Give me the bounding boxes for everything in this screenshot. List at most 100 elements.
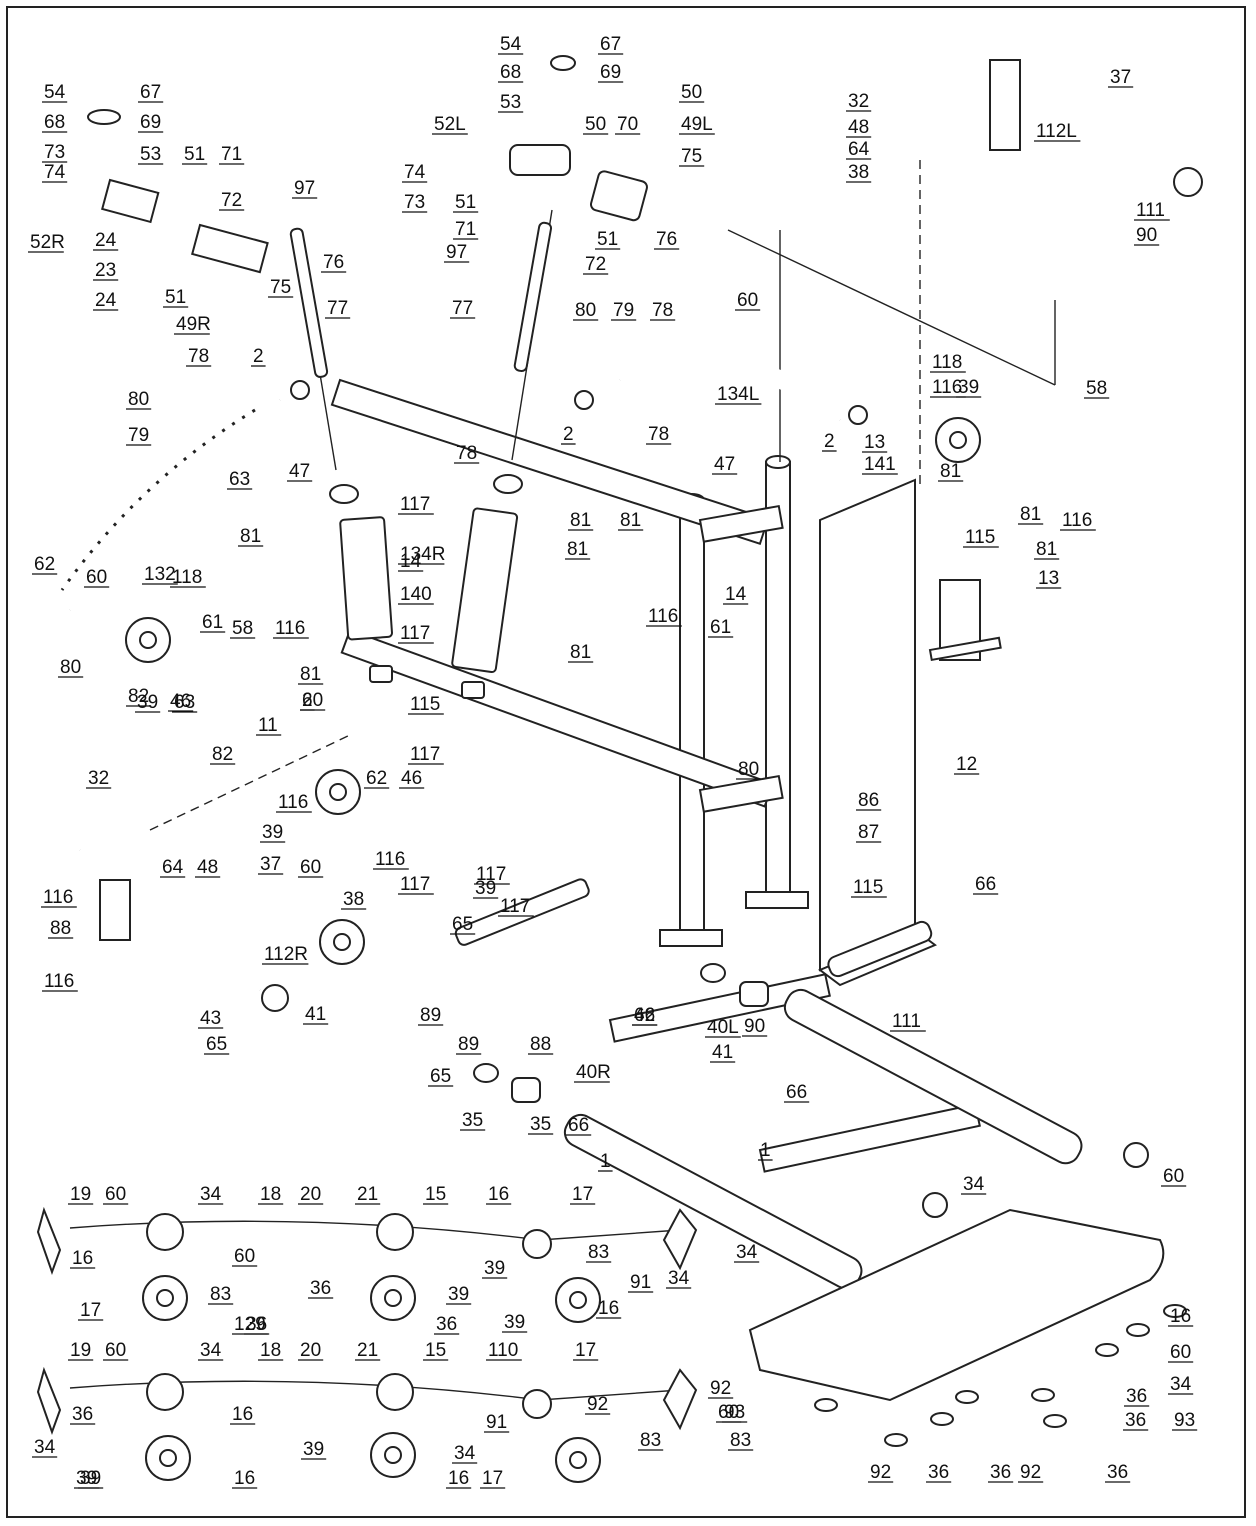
part-label-36: 36 bbox=[310, 1278, 331, 1299]
part-label-63: 63 bbox=[174, 692, 195, 713]
part-label-117: 117 bbox=[476, 864, 506, 885]
part-label-41: 41 bbox=[712, 1042, 733, 1063]
part-label-71: 71 bbox=[221, 144, 242, 165]
part-label-51: 51 bbox=[455, 192, 476, 213]
part-label-83: 83 bbox=[210, 1284, 231, 1305]
part-label-78: 78 bbox=[188, 346, 209, 367]
part-label-69: 69 bbox=[600, 62, 621, 83]
part-label-1: 1 bbox=[760, 1140, 771, 1161]
part-label-60: 60 bbox=[234, 1246, 255, 1267]
part-label-115: 115 bbox=[965, 527, 995, 548]
part-label-53: 53 bbox=[140, 144, 161, 165]
part-label-36: 36 bbox=[436, 1314, 457, 1335]
part-label-64: 64 bbox=[848, 139, 870, 160]
part-label-54: 54 bbox=[44, 82, 66, 103]
part-label-16: 16 bbox=[232, 1404, 253, 1425]
part-label-13: 13 bbox=[864, 432, 885, 453]
part-label-58: 58 bbox=[232, 618, 253, 639]
part-label-75: 75 bbox=[270, 277, 291, 298]
part-label-76: 76 bbox=[656, 229, 677, 250]
part-label-134L: 134L bbox=[717, 384, 759, 405]
part-label-52L: 52L bbox=[434, 114, 466, 135]
part-label-116: 116 bbox=[375, 849, 405, 870]
part-label-92: 92 bbox=[587, 1394, 608, 1415]
part-label-51: 51 bbox=[184, 144, 205, 165]
part-label-52R: 52R bbox=[30, 232, 65, 253]
part-label-35: 35 bbox=[530, 1114, 551, 1135]
part-label-78: 78 bbox=[648, 424, 669, 445]
part-label-51: 51 bbox=[165, 287, 186, 308]
part-label-88: 88 bbox=[50, 918, 71, 939]
part-label-36: 36 bbox=[990, 1462, 1011, 1483]
part-label-14: 14 bbox=[725, 584, 747, 605]
part-label-62: 62 bbox=[34, 554, 55, 575]
part-label-116: 116 bbox=[932, 377, 962, 398]
cable-assembly-2 bbox=[36, 1366, 698, 1483]
part-label-116: 116 bbox=[1062, 510, 1092, 531]
part-label-63: 63 bbox=[229, 469, 250, 490]
part-label-17: 17 bbox=[575, 1340, 596, 1361]
part-label-36: 36 bbox=[1107, 1462, 1128, 1483]
part-label-86: 86 bbox=[858, 790, 879, 811]
part-label-34: 34 bbox=[1170, 1374, 1192, 1395]
part-label-66: 66 bbox=[786, 1082, 807, 1103]
part-label-16: 16 bbox=[488, 1184, 509, 1205]
part-label-72: 72 bbox=[221, 190, 242, 211]
part-label-117: 117 bbox=[400, 494, 430, 515]
part-label-61: 61 bbox=[202, 612, 223, 633]
part-label-34: 34 bbox=[200, 1340, 222, 1361]
part-label-115: 115 bbox=[410, 694, 440, 715]
part-label-47: 47 bbox=[714, 454, 735, 475]
part-label-20: 20 bbox=[300, 1340, 321, 1361]
part-label-39: 39 bbox=[958, 377, 979, 398]
part-label-21: 21 bbox=[357, 1340, 378, 1361]
part-label-116: 116 bbox=[43, 887, 73, 908]
part-label-116: 116 bbox=[648, 606, 678, 627]
part-label-34: 34 bbox=[34, 1437, 56, 1458]
plate-holder bbox=[454, 579, 1002, 946]
part-label-75: 75 bbox=[681, 146, 702, 167]
part-label-116: 116 bbox=[275, 618, 305, 639]
part-label-70: 70 bbox=[617, 114, 638, 135]
part-label-48: 48 bbox=[848, 117, 869, 138]
part-label-134R: 134R bbox=[400, 544, 445, 565]
part-label-93: 93 bbox=[1174, 1410, 1195, 1431]
part-label-77: 77 bbox=[327, 298, 348, 319]
part-label-16: 16 bbox=[448, 1468, 469, 1489]
part-label-39: 39 bbox=[448, 1284, 469, 1305]
part-label-60: 60 bbox=[1163, 1166, 1184, 1187]
part-label-32: 32 bbox=[88, 768, 109, 789]
part-label-12: 12 bbox=[956, 754, 977, 775]
part-label-111: 111 bbox=[1136, 200, 1165, 221]
part-label-41: 41 bbox=[305, 1004, 326, 1025]
part-label-112L: 112L bbox=[1036, 121, 1077, 142]
part-label-2: 2 bbox=[253, 346, 264, 367]
part-label-61: 61 bbox=[710, 617, 731, 638]
part-label-89: 89 bbox=[458, 1034, 479, 1055]
part-label-81: 81 bbox=[940, 461, 961, 482]
part-label-19: 19 bbox=[70, 1184, 91, 1205]
part-label-73: 73 bbox=[404, 192, 425, 213]
part-label-67: 67 bbox=[140, 82, 161, 103]
part-label-16: 16 bbox=[1170, 1306, 1191, 1327]
part-label-83: 83 bbox=[730, 1430, 751, 1451]
part-label-2: 2 bbox=[563, 424, 574, 445]
part-label-74: 74 bbox=[404, 162, 426, 183]
part-label-60: 60 bbox=[86, 567, 107, 588]
part-label-49L: 49L bbox=[681, 114, 713, 135]
part-label-118: 118 bbox=[932, 352, 962, 373]
part-label-67: 67 bbox=[600, 34, 621, 55]
part-label-38: 38 bbox=[343, 889, 364, 910]
part-label-81: 81 bbox=[300, 664, 321, 685]
part-label-81: 81 bbox=[240, 526, 261, 547]
part-label-60: 60 bbox=[302, 690, 323, 711]
part-label-39: 39 bbox=[484, 1258, 505, 1279]
part-label-23: 23 bbox=[95, 260, 116, 281]
part-label-17: 17 bbox=[572, 1184, 593, 1205]
part-label-39: 39 bbox=[76, 1468, 97, 1489]
part-label-116: 116 bbox=[278, 792, 308, 813]
part-label-69: 69 bbox=[140, 112, 161, 133]
part-label-68: 68 bbox=[500, 62, 521, 83]
part-label-116: 116 bbox=[44, 971, 74, 992]
part-label-80: 80 bbox=[738, 759, 759, 780]
